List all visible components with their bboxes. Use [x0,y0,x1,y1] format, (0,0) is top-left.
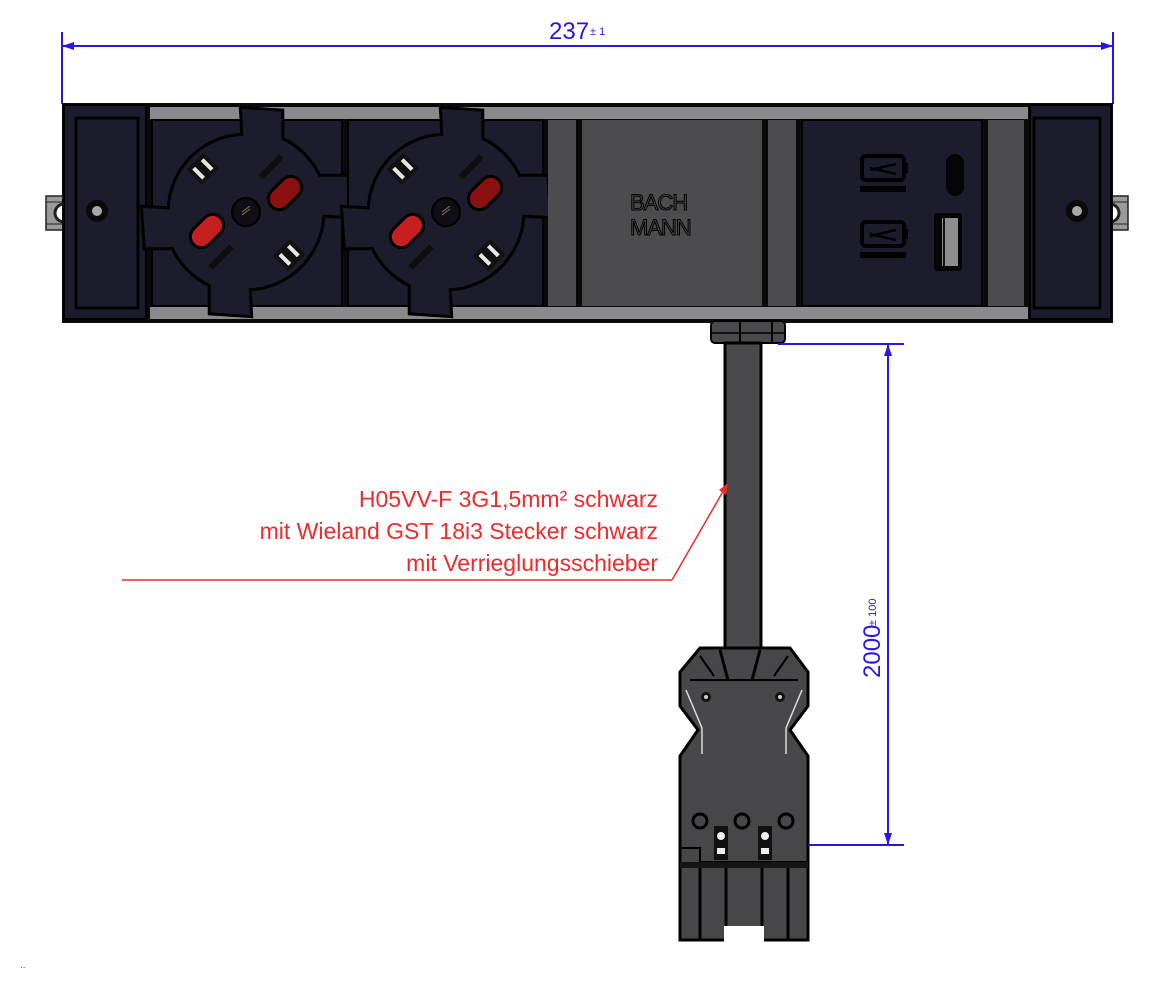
usb-a-label [860,252,906,258]
schuko-socket-1 [120,86,372,338]
wieland-connector [678,646,810,942]
arrow-up-icon [884,344,892,356]
logo-panel: BACH MANN [548,120,796,306]
cable-length-dimension: 2000 ± 100 [778,343,904,846]
cable-length-tolerance: ± 100 [867,599,879,626]
arrow-left-icon [62,42,74,50]
annotation-line-1: H05VV-F 3G1,5mm² schwarz [359,486,658,512]
cable-annotation: H05VV-F 3G1,5mm² schwarz mit Wieland GST… [122,483,728,581]
arrow-right-icon [1101,42,1113,50]
footer-mark: .. [20,960,26,971]
cable-length-value: 2000 [859,625,886,678]
logo-line-2: MANN [630,215,691,240]
leader-arrow-icon [719,483,728,495]
usb-c-port [860,154,964,196]
usb-c-socket [946,154,964,196]
width-dimension: 237 ± 1 [61,18,1114,104]
mounting-clip-left [45,195,65,231]
usb-a-port [860,213,962,271]
width-value: 237 [549,18,589,45]
cable-assembly [710,320,786,655]
width-tolerance: ± 1 [590,26,605,38]
cable [723,341,763,655]
arrow-down-icon [884,833,892,845]
annotation-line-2: mit Wieland GST 18i3 Stecker schwarz [260,518,658,544]
schuko-socket-2 [320,86,572,338]
cable-gland [710,320,786,344]
annotation-line-3: mit Verrieglungsschieber [406,550,658,576]
logo-line-1: BACH [630,190,687,215]
usb-c-label [860,186,906,192]
end-cap-left [63,104,147,320]
power-strip: BACH MANN [45,86,1129,338]
end-cap-right [1029,104,1112,320]
usb-charger-module [801,119,1024,307]
